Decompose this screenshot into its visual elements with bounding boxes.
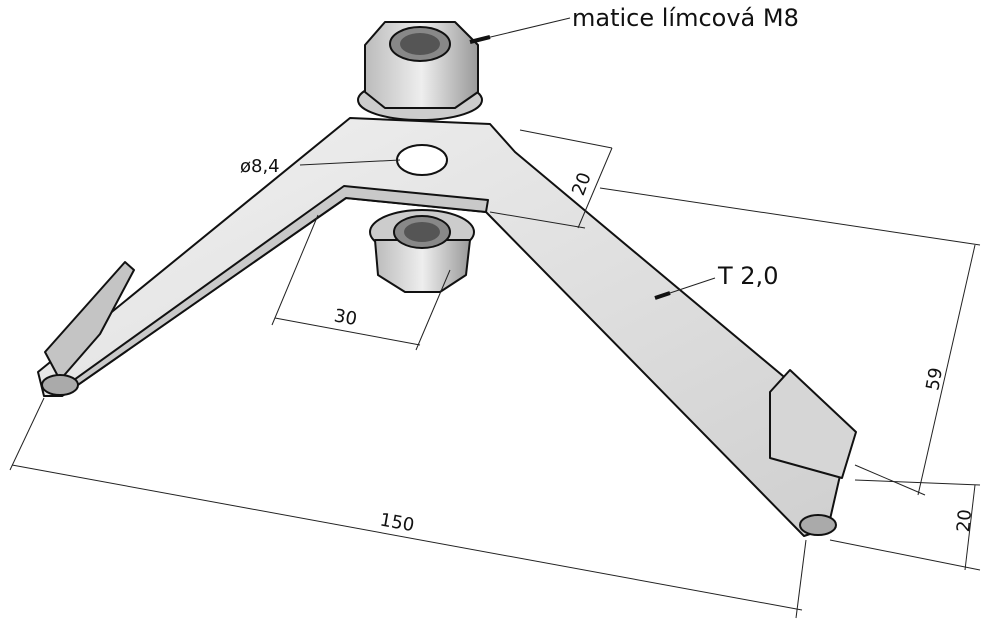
flange-nut-top xyxy=(357,21,483,121)
flange-nut-bottom xyxy=(369,209,475,293)
hole-diameter-callout: ø8,4 xyxy=(240,156,280,177)
thickness-callout: T 2,0 xyxy=(717,262,778,290)
dim-hook-height: 20 xyxy=(953,508,976,533)
dim-strip-width: 20 xyxy=(568,170,596,199)
dim-overall-length: 150 xyxy=(378,510,415,537)
hole xyxy=(396,144,448,176)
bracket-body xyxy=(37,117,857,537)
leader-lines xyxy=(299,17,716,300)
dim-bend-offset: 30 xyxy=(332,305,358,330)
nut-callout: matice límcová M8 xyxy=(572,4,799,32)
dimension-lines xyxy=(9,129,981,619)
dim-height: 59 xyxy=(922,366,947,392)
